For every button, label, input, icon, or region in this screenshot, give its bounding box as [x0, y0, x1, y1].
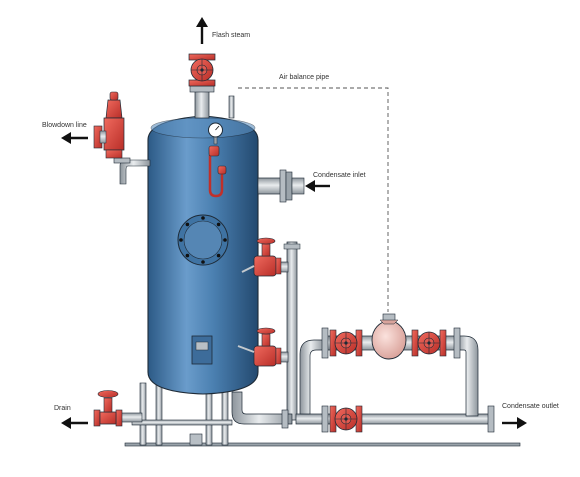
isolation-valve-right [411, 329, 447, 357]
vessel-outlet-pipe [231, 391, 293, 429]
label-drain: Drain [54, 405, 71, 412]
label-condensate-outlet: Condensate outlet [502, 403, 559, 410]
air-balance-pipe [228, 87, 389, 312]
flash-steam-outlet [188, 17, 216, 119]
label-flash-steam: Flash steam [212, 32, 250, 39]
drain-valve [61, 390, 143, 429]
condensate-outlet-arrow [502, 417, 527, 429]
pressure-gauge [208, 122, 223, 145]
condensate-inlet [257, 169, 330, 203]
flash-vessel [147, 115, 259, 395]
isolation-valve-left [329, 329, 363, 357]
manway-flange [177, 214, 229, 266]
level-control-pipework [237, 237, 301, 421]
label-blowdown-line: Blowdown line [42, 122, 87, 129]
label-condensate-inlet: Condensate inlet [313, 172, 366, 179]
safety-valve [61, 91, 151, 185]
level-gauge-glass [208, 145, 227, 198]
label-air-balance-pipe: Air balance pipe [279, 74, 329, 81]
float-trap [371, 313, 407, 360]
bypass-valve [329, 405, 363, 433]
base-frame [124, 382, 521, 447]
